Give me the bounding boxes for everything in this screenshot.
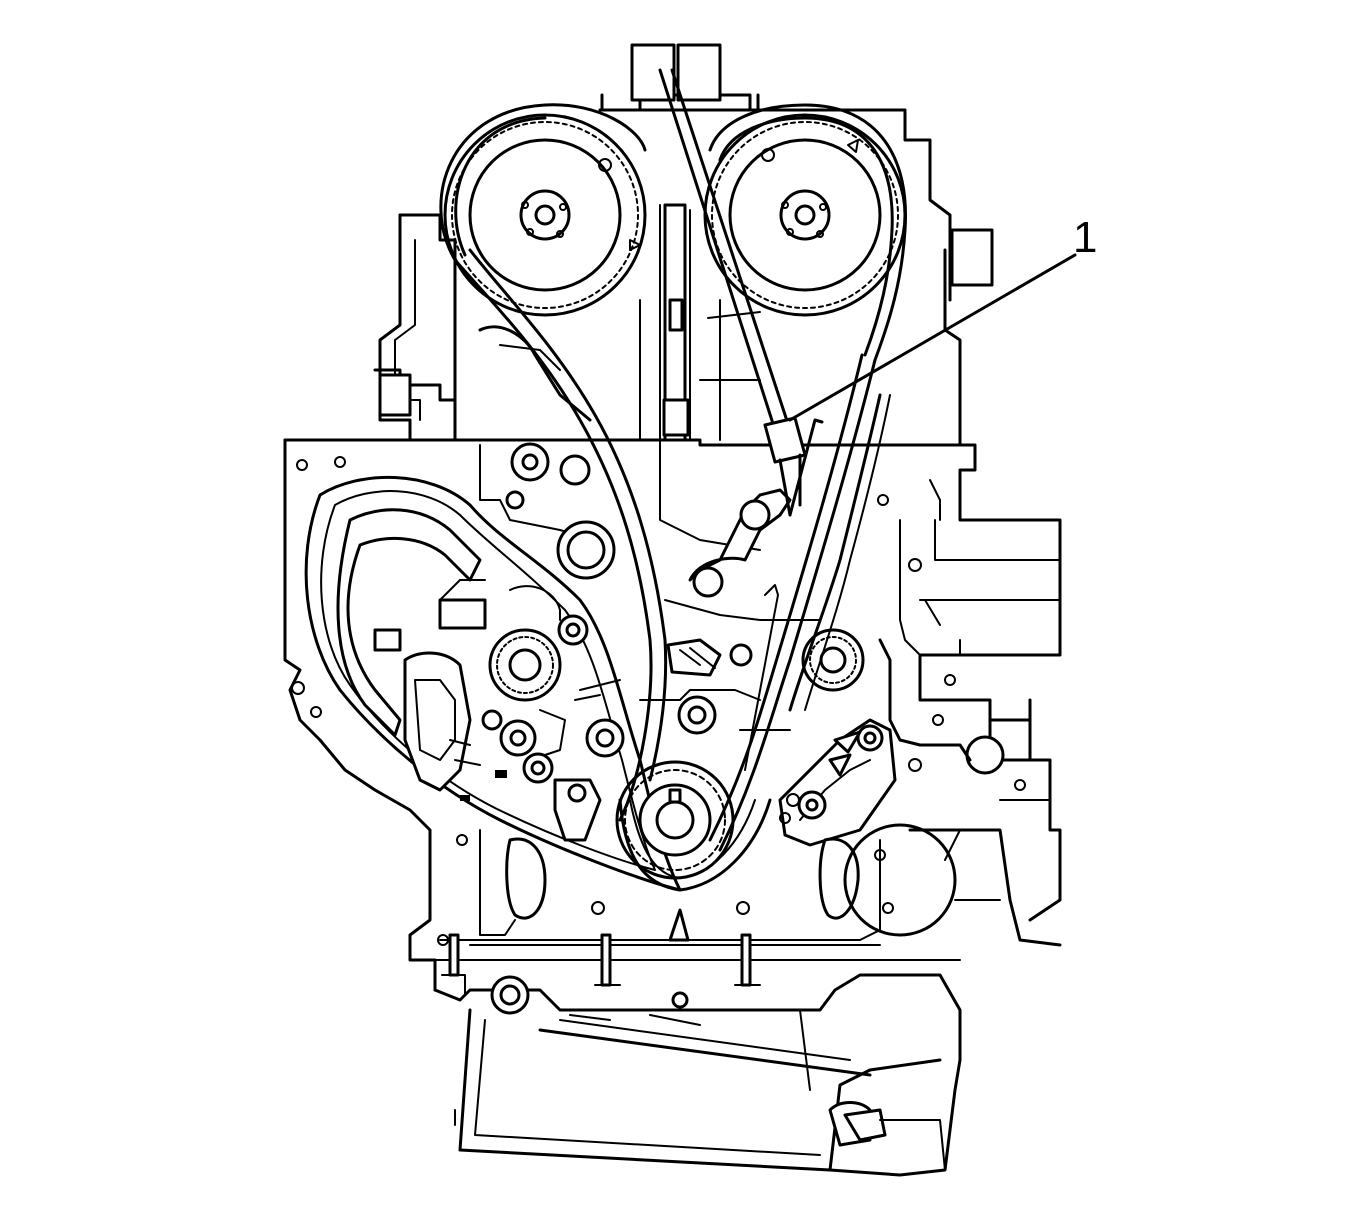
callout-leader-line: [788, 253, 1077, 422]
main-timing-belt: [453, 248, 891, 852]
callout-label: 1: [1073, 213, 1097, 262]
timing-tool: [658, 68, 824, 771]
exhaust-camshaft-sprocket: [703, 113, 907, 317]
oil-pan: [454, 823, 1001, 1172]
upper-timing-belt: [439, 103, 908, 362]
crankshaft-sprocket: [615, 299, 772, 892]
center-bracket: [639, 439, 865, 735]
callout-1: 1: [788, 213, 1097, 422]
tensioner-assembly-left: [373, 579, 625, 842]
lower-block: [409, 829, 961, 1015]
cylinder-head: [373, 203, 962, 447]
intake-camshaft-sprocket: [443, 113, 647, 317]
tensioner-assembly-right: [778, 479, 972, 847]
top-valve-cover: [598, 43, 994, 302]
